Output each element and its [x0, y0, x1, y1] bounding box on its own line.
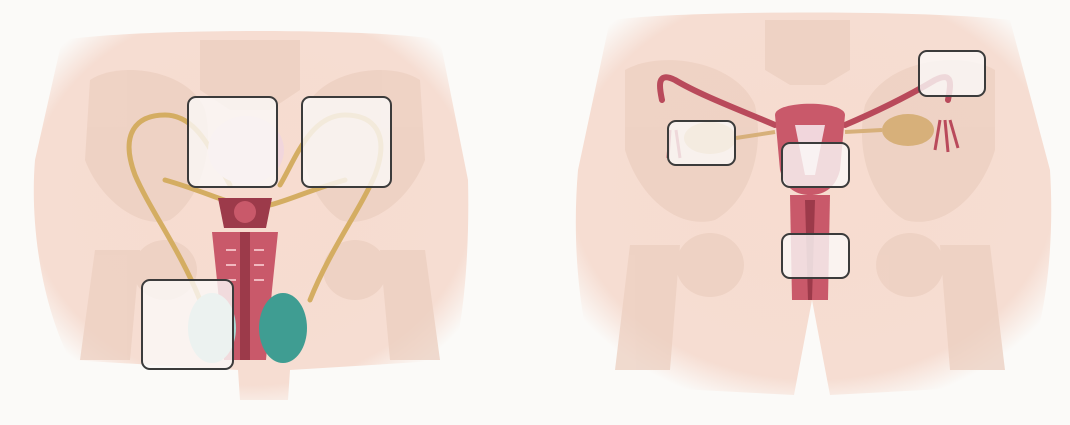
ovary-right	[882, 114, 934, 146]
label-box-bladder-text	[189, 98, 276, 186]
male-reproductive-diagram	[0, 0, 520, 425]
label-box-uterus[interactable]	[781, 142, 850, 188]
label-box-testes[interactable]	[141, 279, 234, 370]
label-box-fallopian-tube-text	[920, 52, 984, 95]
label-box-fallopian-tube[interactable]	[918, 50, 986, 97]
label-box-testes-text	[143, 281, 232, 368]
label-box-bladder[interactable]	[187, 96, 278, 188]
male-anatomy-illustration	[0, 0, 520, 425]
label-box-vas-deferens[interactable]	[301, 96, 392, 188]
label-box-vagina-text	[783, 235, 848, 277]
label-box-vagina[interactable]	[781, 233, 850, 279]
label-box-vas-deferens-text	[303, 98, 390, 186]
label-box-ovary-text	[669, 122, 734, 164]
testis-right	[259, 293, 307, 363]
female-reproductive-diagram	[550, 0, 1070, 425]
female-anatomy-illustration	[550, 0, 1070, 425]
label-box-ovary[interactable]	[667, 120, 736, 166]
label-box-uterus-text	[783, 144, 848, 186]
